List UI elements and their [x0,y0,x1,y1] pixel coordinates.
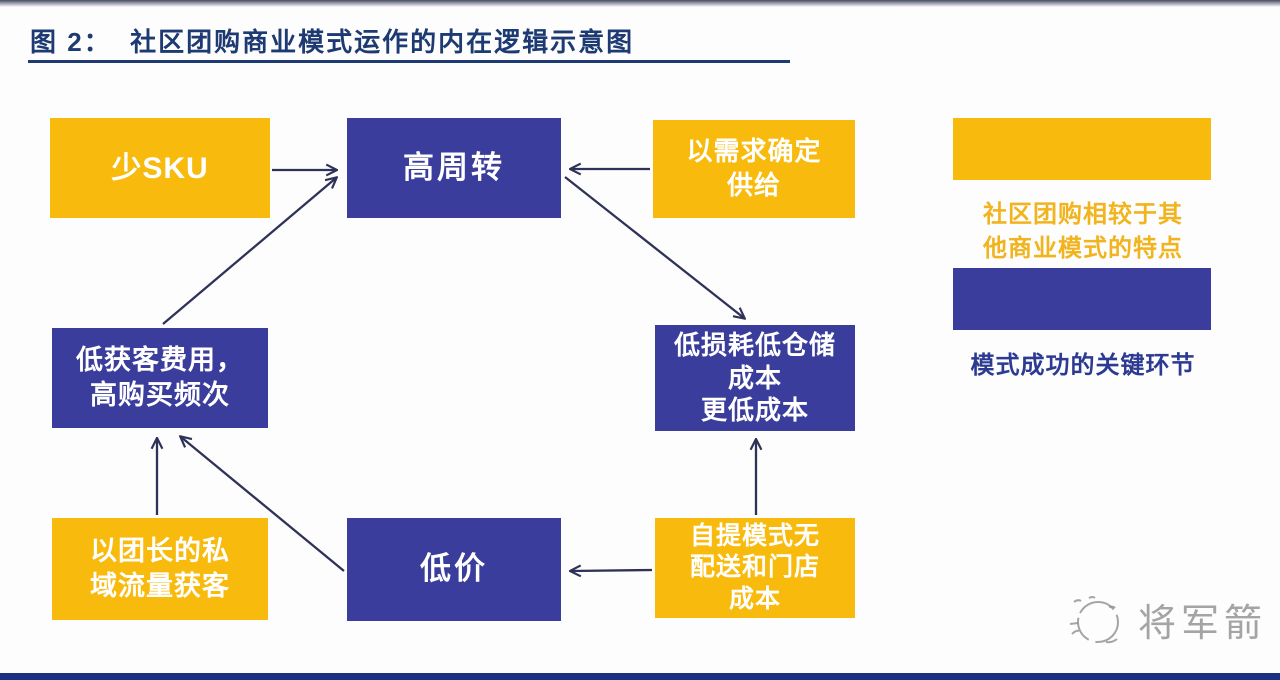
legend-label-feature: 社区团购相较于其 他商业模式的特点 [983,201,1183,262]
node-low-acquisition-cost: 低获客费用， 高购买频次 [52,328,268,428]
watermark-text: 将军箭 [1138,602,1268,645]
arrow-pickup-to-price [571,570,653,571]
node-low-price: 低价 [347,518,561,621]
node-high-turnover: 高周转 [347,118,561,218]
bottom-border-bar [0,673,1280,680]
top-border-bar [0,0,1280,7]
watermark-logo-icon [1069,596,1119,644]
legend-swatch-yellow [953,118,1211,180]
legend-label-key: 模式成功的关键环节 [970,352,1196,379]
legend-swatch-blue [953,268,1211,330]
figure-title: 图 2： 社区团购商业模式运作的内在逻辑示意图 [30,27,635,57]
watermark: 将军箭 [1062,590,1267,648]
node-self-pickup-no-cost: 自提模式无 配送和门店 成本 [655,518,855,618]
node-demand-driven-supply: 以需求确定 供给 [653,120,855,218]
node-few-sku: 少SKU [50,118,270,218]
node-low-loss-storage-cost: 低损耗低仓储 成本 更低成本 [655,325,855,431]
node-leader-private-traffic: 以团长的私 域流量获客 [52,518,268,620]
title-underline [28,60,790,63]
